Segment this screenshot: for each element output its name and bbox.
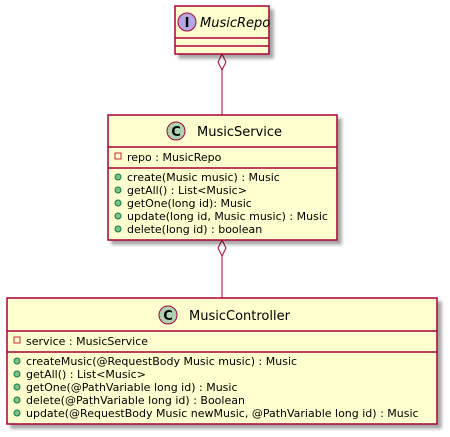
public-method-icon	[13, 409, 21, 417]
class-badge-icon: C	[166, 121, 186, 141]
public-method-icon	[114, 186, 122, 194]
class-badge-icon: C	[158, 305, 178, 325]
class-music-repo[interactable]: I MusicRepo	[174, 5, 270, 55]
aggregation-service-controller	[217, 238, 227, 298]
public-method-icon	[114, 225, 122, 233]
field-repo: repo : MusicRepo	[127, 151, 222, 164]
method-create: create(Music music) : Music	[127, 171, 280, 184]
class-music-controller[interactable]: C MusicController service : MusicService…	[6, 297, 438, 425]
public-method-icon	[13, 396, 21, 404]
public-method-icon	[114, 199, 122, 207]
class-title: MusicRepo	[200, 16, 270, 31]
class-title: MusicService	[197, 125, 282, 140]
method-get-all: getAll() : List<Music>	[26, 368, 146, 381]
interface-badge-letter: I	[185, 16, 190, 31]
method-get-one: getOne(long id): Music	[127, 197, 252, 210]
public-method-icon	[114, 212, 122, 220]
aggregation-diamond-icon	[217, 52, 227, 72]
public-method-icon	[13, 357, 21, 365]
method-create-music: createMusic(@RequestBody Music music) : …	[26, 355, 297, 368]
public-method-icon	[13, 383, 21, 391]
aggregation-repo-service	[217, 52, 227, 115]
class-badge-letter: C	[163, 309, 173, 324]
method-update: update(long id, Music music) : Music	[127, 210, 328, 223]
class-badge-letter: C	[171, 125, 181, 140]
method-delete: delete(@PathVariable long id) : Boolean	[26, 394, 245, 407]
public-method-icon	[13, 370, 21, 378]
field-service: service : MusicService	[26, 335, 148, 348]
private-field-icon	[13, 336, 21, 344]
private-field-icon	[114, 152, 122, 160]
method-delete: delete(long id) : boolean	[127, 223, 262, 236]
interface-badge-icon: I	[177, 12, 197, 32]
method-update: update(@RequestBody Music newMusic, @Pat…	[26, 407, 419, 420]
public-method-icon	[114, 173, 122, 181]
class-music-service[interactable]: C MusicService repo : MusicRepo create(M…	[107, 114, 338, 241]
method-get-one: getOne(@PathVariable long id) : Music	[26, 381, 238, 394]
method-get-all: getAll() : List<Music>	[127, 184, 247, 197]
aggregation-diamond-icon	[217, 238, 227, 258]
class-title: MusicController	[189, 309, 291, 324]
